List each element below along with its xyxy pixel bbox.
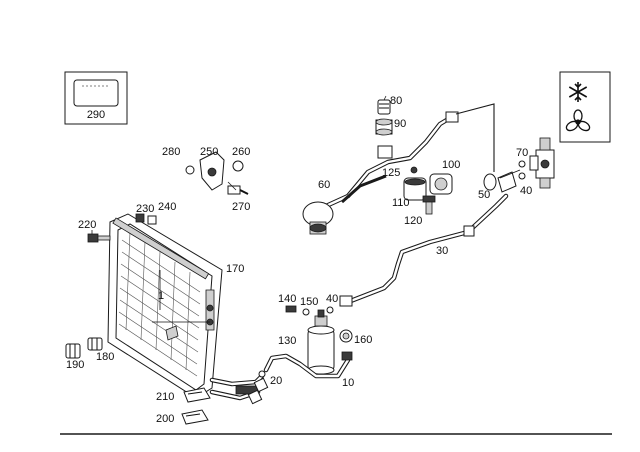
label-40-lower: 40 (326, 293, 338, 305)
part-20-oring (258, 370, 266, 378)
label-280: 280 (162, 146, 180, 158)
label-180: 180 (96, 351, 114, 363)
label-240: 240 (158, 201, 176, 213)
label-250: 250 (200, 146, 218, 158)
mount-210 (183, 387, 211, 403)
label-270: 270 (232, 201, 250, 213)
label-1: 1 (158, 290, 164, 302)
label-170: 170 (226, 263, 244, 275)
label-190: 190 (66, 359, 84, 371)
label-60: 60 (318, 179, 330, 191)
label-50: 50 (478, 189, 490, 201)
label-110: 110 (392, 197, 410, 209)
plug-190 (65, 343, 81, 359)
receiver-dryer-130 (307, 309, 335, 375)
label-100: 100 (442, 159, 460, 171)
label-220: 220 (78, 219, 96, 231)
label-90: 90 (394, 118, 406, 130)
part-110 (403, 177, 427, 201)
part-120-bolt (422, 195, 436, 215)
legend-box-290: 290 (64, 71, 128, 125)
part-40-lower (326, 306, 334, 314)
label-210: 210 (156, 391, 174, 403)
suction-hose-60 (302, 103, 495, 235)
bracket-250 (185, 151, 249, 195)
part-160 (339, 329, 353, 343)
part-100 (429, 173, 453, 195)
label-20: 20 (270, 375, 282, 387)
snowflake-icon (568, 82, 588, 102)
label-130: 130 (278, 335, 296, 347)
label-290: 290 (87, 109, 105, 121)
mount-200 (181, 409, 209, 425)
label-200: 200 (156, 413, 174, 425)
label-260: 260 (232, 146, 250, 158)
label-80: 80 (390, 95, 402, 107)
part-number-labels: 10 20 30 40 40 50 60 70 80 90 100 110 12… (66, 95, 532, 425)
plug-180 (87, 337, 103, 351)
pressure-switch-80 (375, 99, 393, 136)
label-150: 150 (300, 296, 318, 308)
fan-icon (565, 109, 591, 132)
leader-lines (91, 95, 387, 234)
climate-icon-box (559, 71, 611, 143)
label-125: 125 (382, 167, 400, 179)
label-10: 10 (342, 377, 354, 389)
pipe-condenser-to-dryer (209, 373, 269, 405)
label-160: 160 (354, 334, 372, 346)
label-40-upper: 40 (520, 185, 532, 197)
label-70: 70 (516, 147, 528, 159)
label-230: 230 (136, 203, 154, 215)
nuts-230-240 (135, 213, 157, 225)
part-150 (302, 308, 310, 316)
label-120: 120 (404, 215, 422, 227)
pipe-30 (339, 193, 509, 307)
expansion-valve-70 (483, 137, 555, 193)
part-140 (285, 305, 297, 313)
pipe-10 (263, 351, 353, 379)
bolt-220 (87, 233, 111, 243)
label-140: 140 (278, 293, 296, 305)
part-125 (410, 166, 418, 174)
label-30: 30 (436, 245, 448, 257)
condenser-170: 1 (107, 213, 223, 399)
